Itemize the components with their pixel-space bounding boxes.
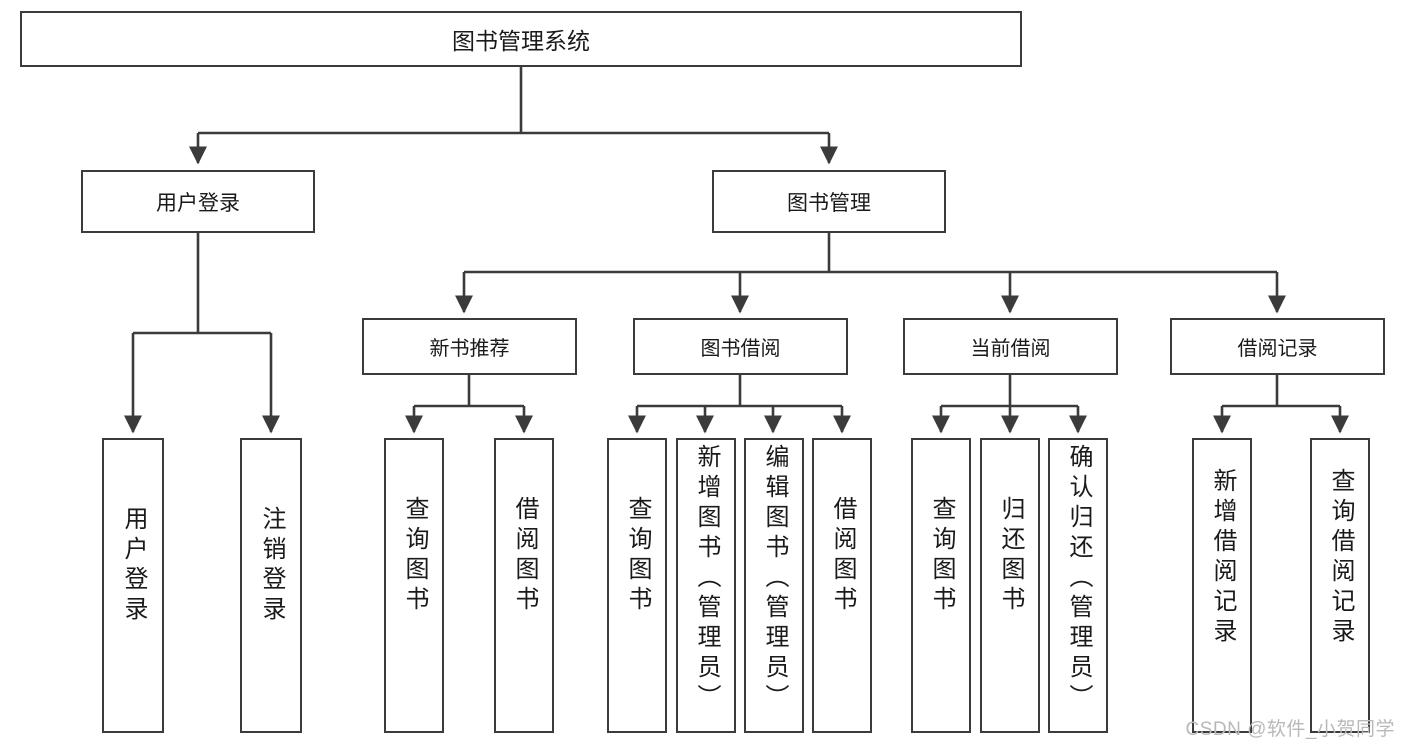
leaf-label: 新增图书（管理员） [693,444,720,714]
node-user-login[interactable]: 用户登录 [81,170,315,233]
node-label: 借阅记录 [1237,338,1318,360]
leaf-query-book-borrow[interactable]: 查询图书 [607,438,667,733]
leaf-add-book-admin[interactable]: 新增图书（管理员） [676,438,736,733]
node-book-management[interactable]: 图书管理 [712,170,946,233]
leaf-label: 确认归还（管理员） [1065,444,1092,714]
leaf-confirm-return-admin[interactable]: 确认归还（管理员） [1048,438,1108,733]
node-book-borrow[interactable]: 图书借阅 [633,318,848,375]
node-label: 新书推荐 [429,338,510,360]
leaf-label: 查询图书 [624,496,651,616]
node-borrow-record[interactable]: 借阅记录 [1170,318,1385,375]
leaf-label: 借阅图书 [511,496,538,616]
leaf-label: 查询借阅记录 [1327,468,1354,648]
node-label: 当前借阅 [970,338,1051,360]
watermark-text: CSDN @软件_小贺同学 [1185,719,1395,740]
leaf-label: 新增借阅记录 [1209,468,1236,648]
leaf-return-book[interactable]: 归还图书 [980,438,1040,733]
leaf-label: 查询图书 [401,496,428,616]
node-label: 图书管理系统 [452,28,590,54]
leaf-query-borrow-record[interactable]: 查询借阅记录 [1310,438,1370,733]
leaf-add-borrow-record[interactable]: 新增借阅记录 [1192,438,1252,733]
node-label: 图书管理 [787,191,871,215]
node-new-book-recommend[interactable]: 新书推荐 [362,318,577,375]
node-label: 图书借阅 [700,338,781,360]
leaf-query-book-recommend[interactable]: 查询图书 [384,438,444,733]
leaf-label: 查询图书 [928,496,955,616]
leaf-user-login[interactable]: 用户登录 [102,438,164,733]
leaf-label: 编辑图书（管理员） [761,444,788,714]
leaf-borrow-book[interactable]: 借阅图书 [812,438,872,733]
leaf-label: 注销登录 [258,506,285,626]
node-root-system[interactable]: 图书管理系统 [20,11,1022,67]
leaf-label: 归还图书 [997,496,1024,616]
leaf-borrow-book-recommend[interactable]: 借阅图书 [494,438,554,733]
node-current-borrow[interactable]: 当前借阅 [903,318,1118,375]
leaf-query-book-current[interactable]: 查询图书 [911,438,971,733]
leaf-edit-book-admin[interactable]: 编辑图书（管理员） [744,438,804,733]
leaf-label: 借阅图书 [829,496,856,616]
leaf-logout[interactable]: 注销登录 [240,438,302,733]
node-label: 用户登录 [156,191,240,215]
leaf-label: 用户登录 [120,506,147,626]
